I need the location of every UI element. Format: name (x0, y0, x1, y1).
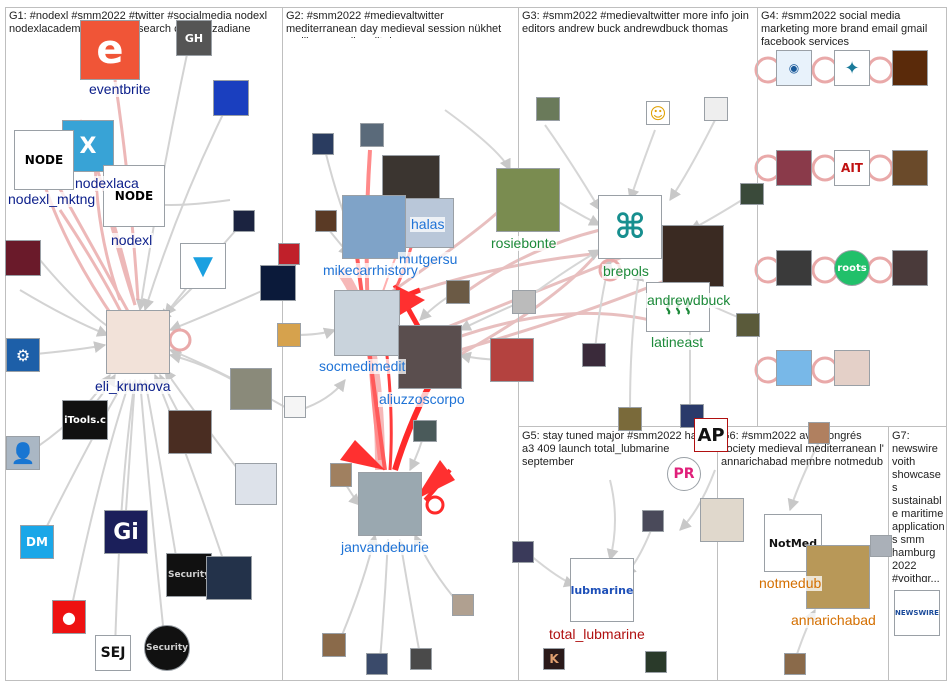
node-g2-d[interactable] (277, 323, 301, 347)
label-annarichabad[interactable]: annarichabad (790, 612, 877, 628)
node-security-b[interactable]: Security (144, 625, 190, 671)
node-itools[interactable]: iTools.c (62, 400, 108, 440)
node-brepols[interactable]: ⌘ (598, 195, 662, 259)
node-flower[interactable] (5, 240, 41, 276)
node-g2-k[interactable] (366, 653, 388, 675)
label-eventbrite[interactable]: eventbrite (88, 81, 152, 97)
node-small-dark-a[interactable] (233, 210, 255, 232)
node-g2-h[interactable] (330, 463, 352, 487)
node-g3-c[interactable] (740, 183, 764, 205)
node-g5-c[interactable] (645, 651, 667, 673)
node-g6-man[interactable] (700, 498, 744, 542)
node-g6-a[interactable] (808, 422, 830, 444)
node-socmedimedit[interactable] (334, 290, 400, 356)
node-g4-woman-b[interactable] (834, 350, 870, 386)
node-g3-f[interactable] (582, 343, 606, 367)
label-nodexl[interactable]: nodexl (110, 232, 154, 248)
node-andrewdbuck[interactable] (662, 225, 724, 287)
node-g4-couple[interactable] (892, 250, 928, 286)
node-arrow-logo[interactable]: ▼ (180, 243, 226, 289)
node-g4-dream-team[interactable]: ◉ (776, 50, 812, 86)
label-eli-krumova[interactable]: eli_krumova (94, 378, 172, 394)
group-label-g5: G5: stay tuned major #smm2022 halle a3 4… (522, 430, 708, 468)
label-rosiebonte[interactable]: rosiebonte (490, 235, 558, 251)
group-label-g6: G6: #smm2022 avui congrés society mediev… (721, 430, 887, 468)
arrow-heads (340, 285, 455, 515)
node-dark-square[interactable] (260, 265, 296, 301)
node-g5-b[interactable] (512, 541, 534, 563)
node-dm[interactable]: DM (20, 525, 54, 559)
node-tiny-logo[interactable] (284, 396, 306, 418)
node-g2-l[interactable] (410, 648, 432, 670)
node-g2-g[interactable] (413, 420, 437, 442)
node-circle-icons[interactable]: ⚙ (6, 338, 40, 372)
node-g2-j[interactable] (322, 633, 346, 657)
node-dogs[interactable] (230, 368, 272, 410)
node-g5-k[interactable]: K (543, 648, 565, 670)
label-socmedimedit[interactable]: socmedimedit (318, 358, 407, 374)
node-g2-a[interactable] (312, 133, 334, 155)
label-nodexl-mktng[interactable]: nodexl_mktng (7, 191, 97, 207)
node-aliuzzoscorpo[interactable] (398, 325, 462, 389)
node-pr[interactable]: PR (667, 457, 701, 491)
node-g4-logo-b[interactable]: ✦ (834, 50, 870, 86)
group-label-g3: G3: #smm2022 #medievaltwitter more info … (522, 10, 752, 35)
node-man-portrait[interactable] (206, 556, 252, 600)
node-eventbrite[interactable]: e (80, 20, 140, 80)
node-g2-i[interactable] (452, 594, 474, 616)
node-mikecarrhistory[interactable] (342, 195, 406, 259)
node-g3-a[interactable] (536, 97, 560, 121)
label-latineast[interactable]: latineast (650, 334, 705, 350)
node-rosiebonte[interactable] (496, 168, 560, 232)
label-brepols[interactable]: brepols (602, 263, 650, 279)
node-g4-man-a[interactable] (892, 150, 928, 186)
node-g6-b[interactable] (870, 535, 892, 557)
node-g2-b[interactable] (360, 123, 384, 147)
node-woman-white[interactable] (235, 463, 277, 505)
node-blue-creature[interactable] (213, 80, 249, 116)
node-g3-g[interactable] (618, 407, 642, 431)
label-halas[interactable]: halas (410, 216, 446, 232)
label-andrewdbuck[interactable]: andrewdbuck (646, 292, 732, 308)
label-mikecarrhistory[interactable]: mikecarrhistory (322, 262, 419, 278)
node-g3-b[interactable] (704, 97, 728, 121)
node-sej[interactable]: SEJ (95, 635, 131, 671)
node-total-lubmarine[interactable]: lubmarine (570, 558, 634, 622)
node-angry-bird[interactable]: ● (52, 600, 86, 634)
node-gi[interactable]: Gi (104, 510, 148, 554)
group-label-g1: G1: #nodexl #smm2022 #twitter #socialmed… (9, 10, 268, 35)
node-newswire[interactable]: NEWSWIRE (894, 590, 940, 636)
node-g3-d[interactable] (512, 290, 536, 314)
node-g2-e[interactable] (446, 280, 470, 304)
node-g4-man-b[interactable] (776, 250, 812, 286)
node-g4-woman-a[interactable] (776, 150, 812, 186)
label-nodexlacademy[interactable]: nodexlaca (74, 175, 140, 191)
node-red-small[interactable] (278, 243, 300, 265)
label-janvandeburie[interactable]: janvandeburie (340, 539, 430, 555)
node-g2-f[interactable] (490, 338, 534, 382)
node-g6-c[interactable] (784, 653, 806, 675)
node-g5-a[interactable] (642, 510, 664, 532)
label-notmedub[interactable]: notmedub (758, 575, 823, 591)
node-g3-emoji[interactable]: ☺ (646, 101, 670, 125)
group-label-g7: G7: newswire voith showcases sustainable… (892, 430, 945, 582)
group-label-g4: G4: #smm2022 social media marketing more… (761, 10, 931, 48)
node-g4-roots[interactable]: roots (834, 250, 870, 286)
node-ap[interactable]: AP (694, 418, 728, 452)
label-aliuzzoscorpo[interactable]: aliuzzoscorpo (378, 391, 466, 407)
node-g4-ait[interactable]: AIT (834, 150, 870, 186)
node-default-avatar[interactable]: 👤 (6, 436, 40, 470)
node-g4-fire[interactable] (892, 50, 928, 86)
node-g2-c[interactable] (315, 210, 337, 232)
node-gh[interactable]: GH (176, 20, 212, 56)
node-g4-landscape[interactable] (776, 350, 812, 386)
group-label-g2: G2: #smm2022 #medievaltwitter mediterran… (286, 10, 502, 38)
node-janvandeburie[interactable] (358, 472, 422, 536)
node-woman-face[interactable] (168, 410, 212, 454)
node-g3-e[interactable] (736, 313, 760, 337)
node-nodexl-mktng[interactable]: NODE (14, 130, 74, 190)
label-total-lubmarine[interactable]: total_lubmarine (548, 626, 646, 642)
node-eli-krumova[interactable] (106, 310, 170, 374)
